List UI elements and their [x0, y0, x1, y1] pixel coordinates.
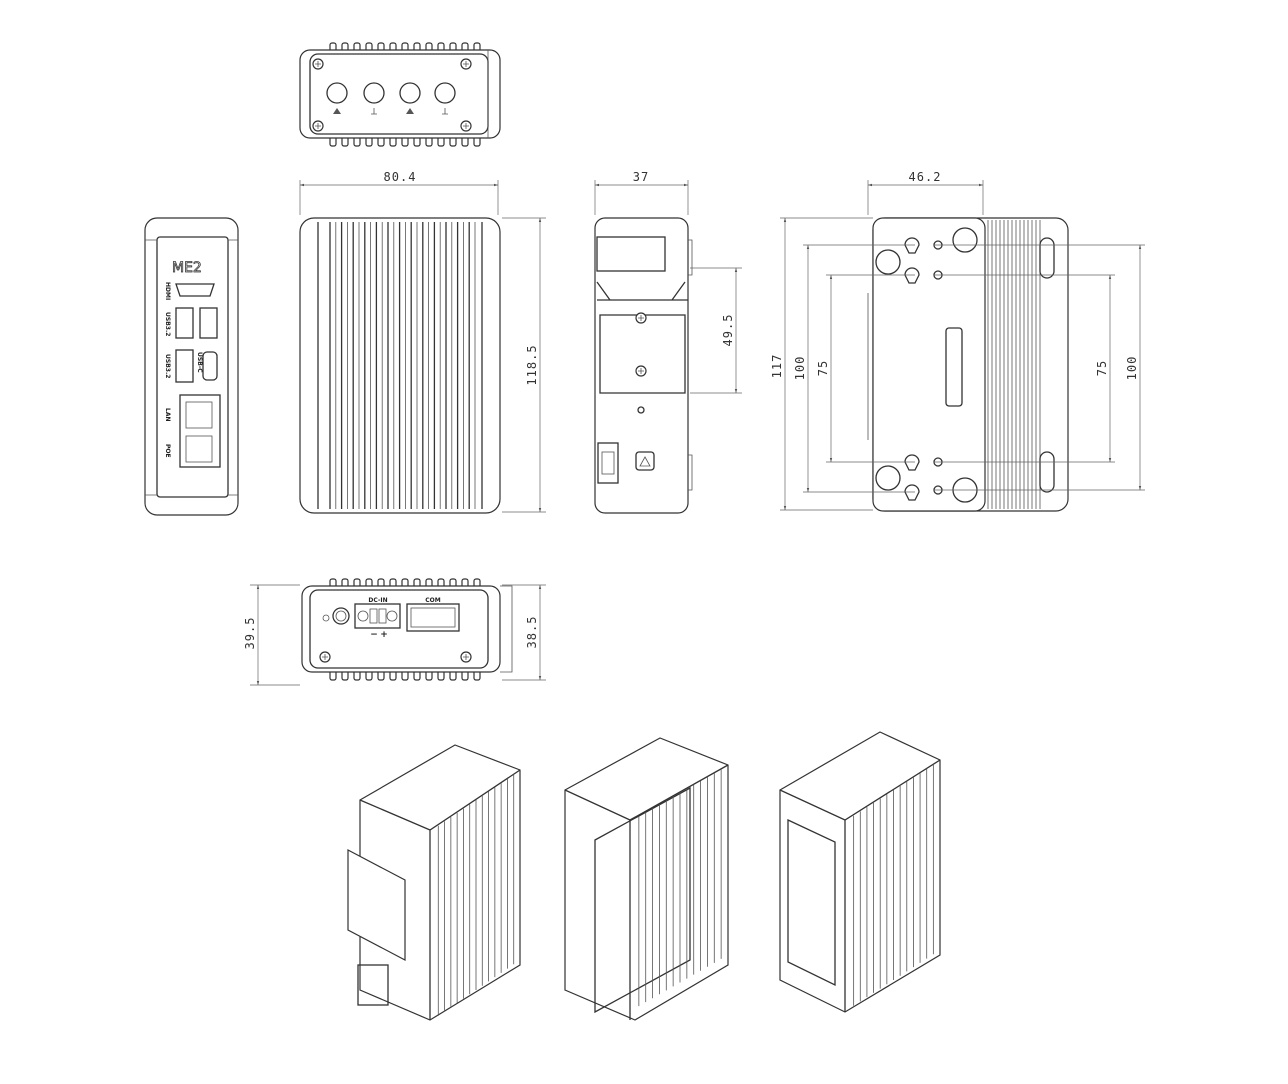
dc-in-label: DC-IN [368, 597, 387, 604]
ethernet-ports [179, 394, 221, 468]
antenna-connector-icon [326, 82, 348, 114]
com-port [406, 603, 460, 632]
dimension-label: 117 [770, 354, 784, 379]
isometric-view-front [779, 731, 941, 1013]
dimension-label: 39.5 [243, 617, 257, 650]
din-rail-view: 37 49.5 [594, 170, 742, 514]
brand-logo: ME2 [172, 260, 202, 276]
dimension-label: 46.2 [909, 170, 942, 184]
dimension-label: 49.5 [721, 314, 735, 347]
power-button [332, 607, 350, 625]
dimension-label: 75 [1095, 360, 1109, 376]
dimension-label: 37 [633, 170, 649, 184]
antenna-connector-icon [434, 82, 456, 115]
side-view: 80.4 118.5 [299, 170, 546, 514]
usb-c-port [202, 351, 218, 381]
top-view [299, 42, 501, 147]
mounting-plate-view: 46.2 117 100 75 75 100 [770, 170, 1145, 512]
dimension-label: 75 [816, 360, 830, 376]
usb-a-port [199, 307, 218, 339]
front-panel-view: ME2 HDMI USB3.2 USB3.2 USB-C LAN POE [144, 217, 239, 516]
hdmi-label: HDMI [164, 282, 171, 300]
hdmi-port [175, 283, 215, 297]
antenna-connector-icon [399, 82, 421, 114]
usb-label: USB3.2 [164, 312, 171, 336]
isometric-view-back [564, 737, 729, 1021]
minus-label: − [370, 630, 378, 640]
usb-a-port [175, 307, 194, 339]
dimension-label: 100 [1125, 356, 1139, 381]
dimension-label: 118.5 [525, 344, 539, 385]
dimension-label: 80.4 [384, 170, 417, 184]
isometric-view-din-rail [347, 744, 521, 1021]
dc-in-connector [354, 603, 401, 629]
dimension-label: 38.5 [525, 616, 539, 649]
com-label: COM [425, 597, 441, 604]
plus-label: + [380, 630, 388, 640]
usb-label: USB3.2 [164, 354, 171, 378]
usb-a-port [175, 349, 194, 383]
lan-label: LAN [164, 408, 171, 422]
dimension-label: 100 [793, 356, 807, 381]
poe-label: POE [164, 444, 171, 458]
bottom-view: DC-IN − + COM 39.5 38.5 [243, 578, 546, 686]
antenna-connector-icon [363, 82, 385, 115]
usb-c-label: USB-C [196, 352, 203, 373]
